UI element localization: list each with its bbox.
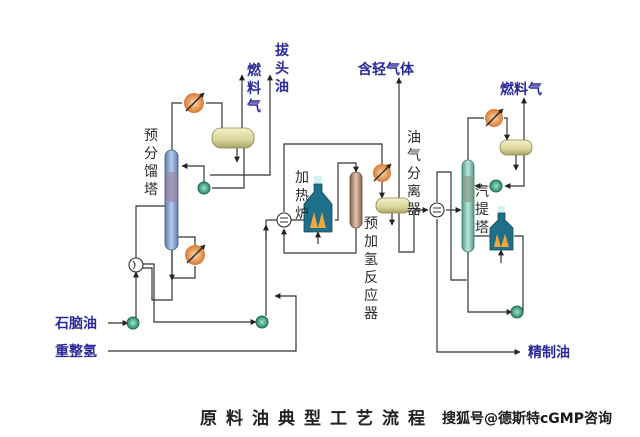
label-char: 应 bbox=[364, 287, 378, 304]
reflux-drum-2 bbox=[499, 139, 533, 156]
label-char: 头 bbox=[275, 60, 289, 77]
pipe-column-overhead bbox=[171, 102, 182, 150]
pipe-reboiler-in bbox=[176, 236, 196, 245]
label-char: 气 bbox=[407, 148, 421, 164]
pipe-stripper-bottom bbox=[467, 250, 513, 315]
label-char: 燃 bbox=[247, 62, 262, 79]
label-char: 提 bbox=[475, 202, 489, 218]
booster-pump bbox=[255, 315, 269, 329]
pipe-drum1-to-reflux-pump bbox=[212, 148, 245, 189]
label-char: 气 bbox=[246, 98, 261, 115]
pipes bbox=[108, 74, 527, 355]
pipe-exchanger-to-column bbox=[135, 205, 166, 258]
pipe-exchanger-to-pump2 bbox=[142, 263, 257, 325]
label-char: 分 bbox=[407, 166, 421, 182]
pipe-drum2-reflux bbox=[504, 155, 525, 189]
stripper-reboiler-furnace bbox=[489, 206, 514, 251]
feed-exchanger-1 bbox=[128, 257, 144, 273]
reflux-pump-1 bbox=[197, 181, 211, 195]
heating-furnace bbox=[303, 176, 333, 233]
pipe-reactor-effluent bbox=[281, 228, 357, 254]
feed-pump bbox=[126, 316, 140, 330]
pipe-condenser-out bbox=[206, 102, 223, 128]
label-prefractionator: 预分馏塔 bbox=[144, 128, 158, 198]
label-char: 预 bbox=[144, 128, 158, 144]
label-naphtha-feed: 石脑油 bbox=[54, 315, 97, 332]
pipe-reflux bbox=[181, 163, 205, 186]
condenser-1 bbox=[184, 92, 205, 113]
label-refined-oil: 精制油 bbox=[528, 344, 570, 361]
pipe-reboiler-out bbox=[172, 266, 196, 279]
condenser-2 bbox=[485, 108, 504, 127]
pipe-column-bottom bbox=[142, 248, 173, 301]
separator-condenser bbox=[373, 163, 392, 182]
reflux-pump-2 bbox=[489, 179, 503, 193]
pipe-stripper-condenser-out bbox=[504, 117, 510, 141]
feed-exchanger-3 bbox=[429, 202, 445, 218]
pipe-stripper-overhead bbox=[467, 117, 484, 160]
label-char: 炉 bbox=[295, 206, 309, 222]
feed-exchanger-2 bbox=[276, 212, 292, 228]
label-char: 塔 bbox=[475, 220, 489, 236]
label-char: 反 bbox=[364, 270, 378, 286]
stripper-bottom-pump bbox=[510, 305, 524, 319]
label-char: 料 bbox=[247, 80, 261, 97]
separator-drum bbox=[375, 197, 411, 214]
label-char: 油 bbox=[275, 78, 289, 95]
label-fuel-gas-1: 燃料气 bbox=[246, 62, 262, 115]
pipe-topped-oil bbox=[210, 74, 273, 176]
label-char: 馏 bbox=[144, 164, 158, 180]
pipe-furnace-to-reactor bbox=[335, 162, 359, 221]
label-furnace: 加热炉 bbox=[295, 170, 309, 222]
label-reformer-h2: 重整氢 bbox=[55, 343, 97, 360]
label-char: 热 bbox=[295, 188, 309, 204]
prefractionator-column bbox=[164, 149, 179, 251]
pipe-separator-oil bbox=[398, 207, 429, 253]
label-char: 塔 bbox=[144, 182, 158, 198]
label-char: 分 bbox=[144, 146, 158, 162]
label-separator: 油气分离器 bbox=[407, 130, 421, 218]
prehydro-reactor bbox=[349, 171, 363, 229]
pipe-reformer-h2 bbox=[108, 293, 297, 352]
watermark: 搜狐号@德斯特cGMP咨询 bbox=[442, 410, 612, 427]
label-char: 汽 bbox=[475, 184, 489, 200]
label-stripper: 汽提塔 bbox=[475, 184, 489, 236]
label-char: 加 bbox=[295, 170, 309, 186]
label-char: 离 bbox=[407, 183, 421, 200]
label-char: 器 bbox=[407, 202, 421, 218]
pipe-to-separator-condenser bbox=[283, 143, 383, 212]
label-light-gas: 含轻气体 bbox=[358, 61, 415, 78]
reboiler-1 bbox=[185, 244, 206, 265]
stripper-column bbox=[461, 159, 475, 253]
reflux-drum-1 bbox=[211, 127, 255, 149]
label-prehydro-reactor: 预加氢反应器 bbox=[364, 216, 378, 322]
pipe-exchanger3-hot-in bbox=[436, 171, 467, 281]
pipe-stripper-reboil bbox=[514, 235, 524, 313]
label-char: 器 bbox=[364, 306, 378, 322]
label-char: 加 bbox=[364, 234, 378, 250]
pipe-refined-oil bbox=[436, 219, 521, 355]
label-topped-oil: 拔头油 bbox=[275, 42, 290, 95]
label-char: 预 bbox=[364, 216, 378, 232]
label-char: 油 bbox=[407, 130, 421, 146]
label-char: 拔 bbox=[275, 42, 290, 59]
label-fuel-gas-2: 燃料气 bbox=[500, 81, 542, 98]
label-char: 氢 bbox=[364, 252, 378, 268]
diagram-title: 原料油典型工艺流程 bbox=[200, 408, 434, 429]
